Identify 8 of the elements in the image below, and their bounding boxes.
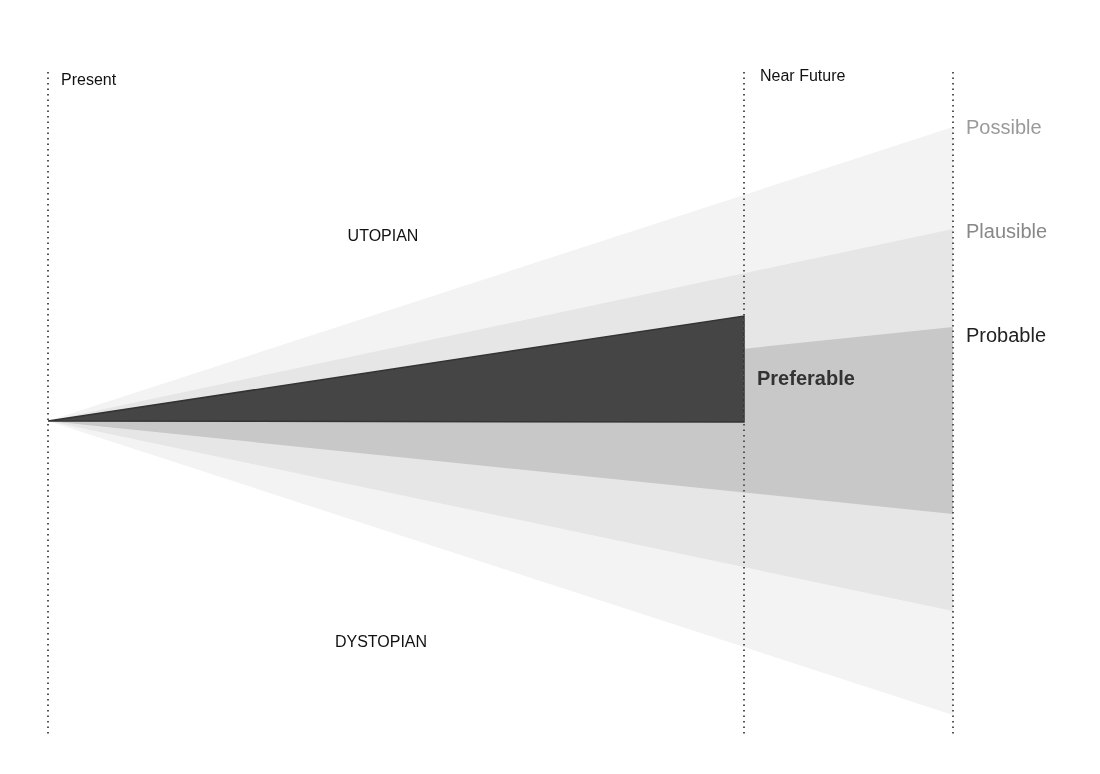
cone-label: Plausible <box>966 221 1048 241</box>
cone-label: Preferable <box>757 368 855 388</box>
cone-label: Probable <box>966 325 1047 345</box>
time-label: Near Future <box>760 68 846 84</box>
region-label: UTOPIAN <box>347 228 419 244</box>
time-label: Present <box>61 72 117 88</box>
cone-label: Possible <box>966 117 1042 137</box>
region-label: DYSTOPIAN <box>334 634 428 650</box>
